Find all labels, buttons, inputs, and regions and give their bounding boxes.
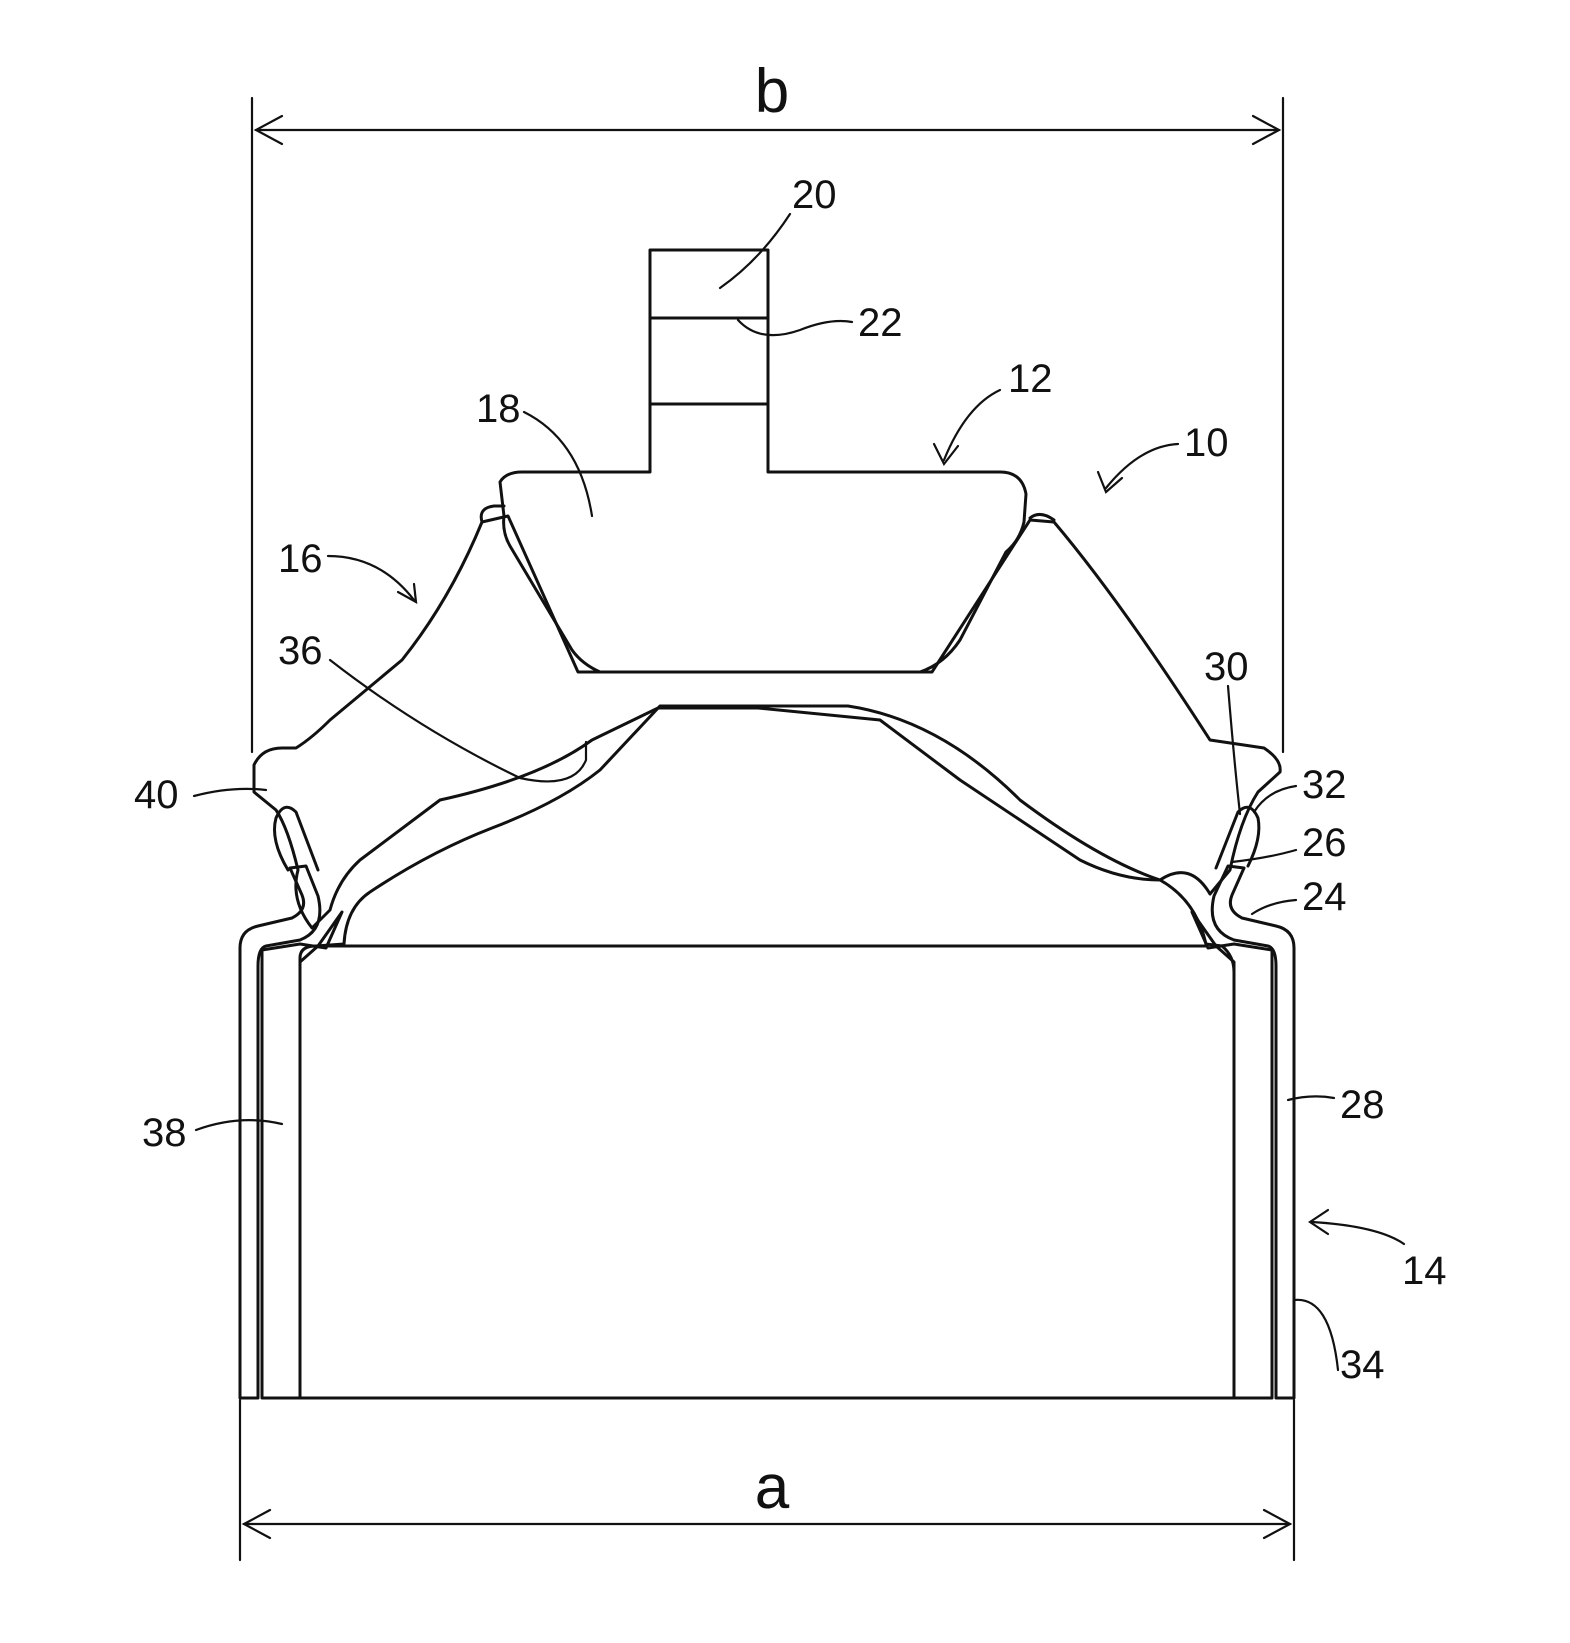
- leader-30: [1228, 686, 1240, 814]
- leader-12: [944, 390, 1000, 460]
- rubber-liner-left: [262, 912, 342, 1398]
- reference-labels: 20 22 18 12 10 16 36 40 38 30 32 26 24 2…: [134, 173, 1447, 1387]
- leader-26: [1232, 850, 1296, 862]
- label-10: 10: [1184, 421, 1229, 465]
- shaft-upper: [650, 250, 768, 318]
- dimension-a: a: [240, 1400, 1294, 1560]
- label-16: 16: [278, 537, 323, 581]
- label-34: 34: [1340, 1343, 1385, 1387]
- leader-36: [330, 660, 586, 781]
- label-18: 18: [476, 387, 521, 431]
- leader-22: [738, 320, 852, 335]
- label-20: 20: [792, 173, 837, 217]
- label-40: 40: [134, 773, 179, 817]
- label-38: 38: [142, 1111, 187, 1155]
- label-12: 12: [1008, 357, 1053, 401]
- label-30: 30: [1204, 645, 1249, 689]
- leader-24: [1252, 900, 1296, 914]
- label-28: 28: [1340, 1083, 1385, 1127]
- leader-18: [524, 412, 592, 516]
- rubber-liner-right: [1192, 912, 1272, 1398]
- inner-core-cavity: [300, 706, 1234, 1398]
- dimension-b-label: b: [755, 57, 789, 126]
- label-32: 32: [1302, 763, 1347, 807]
- label-22: 22: [858, 301, 903, 345]
- label-14: 14: [1402, 1249, 1447, 1293]
- label-36: 36: [278, 629, 323, 673]
- label-26: 26: [1302, 821, 1347, 865]
- label-24: 24: [1302, 875, 1347, 919]
- dimension-a-label: a: [755, 1453, 790, 1522]
- metal-fitting-body: [500, 404, 1026, 672]
- leader-34: [1294, 1300, 1338, 1370]
